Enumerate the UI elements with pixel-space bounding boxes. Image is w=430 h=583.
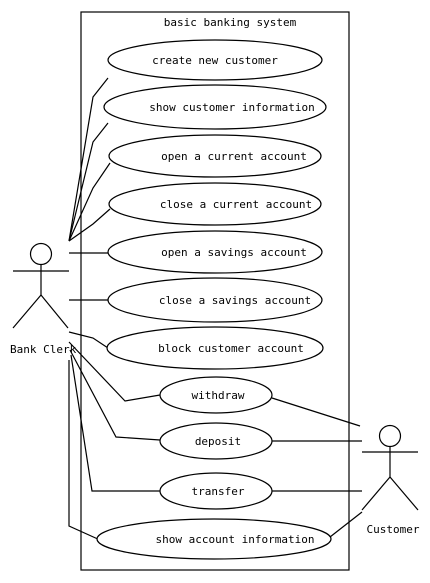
use-case-label: open a current account — [161, 150, 307, 163]
use-case-ellipse — [96, 518, 332, 560]
use-case-ellipse — [107, 277, 323, 323]
use-case-deposit: deposit — [159, 422, 273, 460]
association-clerk-show-customer-information — [68, 122, 109, 242]
association-customer-show-account-information — [329, 511, 363, 538]
use-case-ellipse — [159, 472, 273, 510]
association-clerk-block-customer-account — [68, 331, 109, 349]
use-case-transfer: transfer — [159, 472, 273, 510]
use-case-label: show customer information — [149, 101, 315, 114]
use-case-show-account-information: show account information — [96, 518, 332, 560]
use-case-label: open a savings account — [161, 246, 307, 259]
association-clerk-close-current-account — [68, 208, 111, 242]
system-boundary — [80, 11, 350, 571]
association-clerk-withdraw — [68, 341, 161, 402]
system-title: basic banking system — [164, 16, 297, 29]
use-case-label: transfer — [192, 485, 245, 498]
association-clerk-show-account-information — [68, 360, 101, 541]
use-case-ellipse — [107, 39, 323, 81]
use-case-ellipse — [108, 182, 322, 226]
associations — [68, 77, 363, 541]
use-case-block-customer-account: block customer account — [106, 326, 324, 370]
actor-label: Bank Clerk — [10, 343, 77, 356]
use-case-label: close a current account — [160, 198, 312, 211]
use-case-show-customer-information: show customer information — [103, 84, 327, 130]
actor-customer: Customer — [361, 424, 420, 536]
use-case-ellipse — [159, 376, 273, 414]
use-case-ellipse — [107, 230, 323, 274]
use-case-label: deposit — [195, 435, 241, 448]
association-clerk-create-new-customer — [68, 77, 109, 242]
use-case-close-current-account: close a current account — [108, 182, 322, 226]
association-customer-withdraw — [271, 397, 361, 427]
use-case-ellipse — [103, 84, 327, 130]
use-case-withdraw: withdraw — [159, 376, 273, 414]
stick-figure-icon — [361, 424, 419, 511]
association-clerk-open-current-account — [68, 162, 111, 242]
use-case-ellipse — [106, 326, 324, 370]
use-case-open-savings-account: open a savings account — [107, 230, 323, 274]
association-clerk-transfer — [70, 354, 160, 492]
use-case-label: block customer account — [158, 342, 304, 355]
stick-figure-icon — [12, 242, 69, 329]
actor-bank-clerk: Bank Clerk — [10, 242, 77, 356]
use-case-create-new-customer: create new customer — [107, 39, 323, 81]
use-case-open-current-account: open a current account — [108, 134, 322, 178]
use-case-label: create new customer — [152, 54, 278, 67]
use-case-ellipse — [159, 422, 273, 460]
use-case-label: show account information — [156, 533, 315, 546]
use-case-label: close a savings account — [159, 294, 311, 307]
use-case-close-savings-account: close a savings account — [107, 277, 323, 323]
use-case-label: withdraw — [192, 389, 245, 402]
association-clerk-deposit — [69, 349, 161, 441]
actor-label: Customer — [367, 523, 420, 536]
use-case-ellipse — [108, 134, 322, 178]
